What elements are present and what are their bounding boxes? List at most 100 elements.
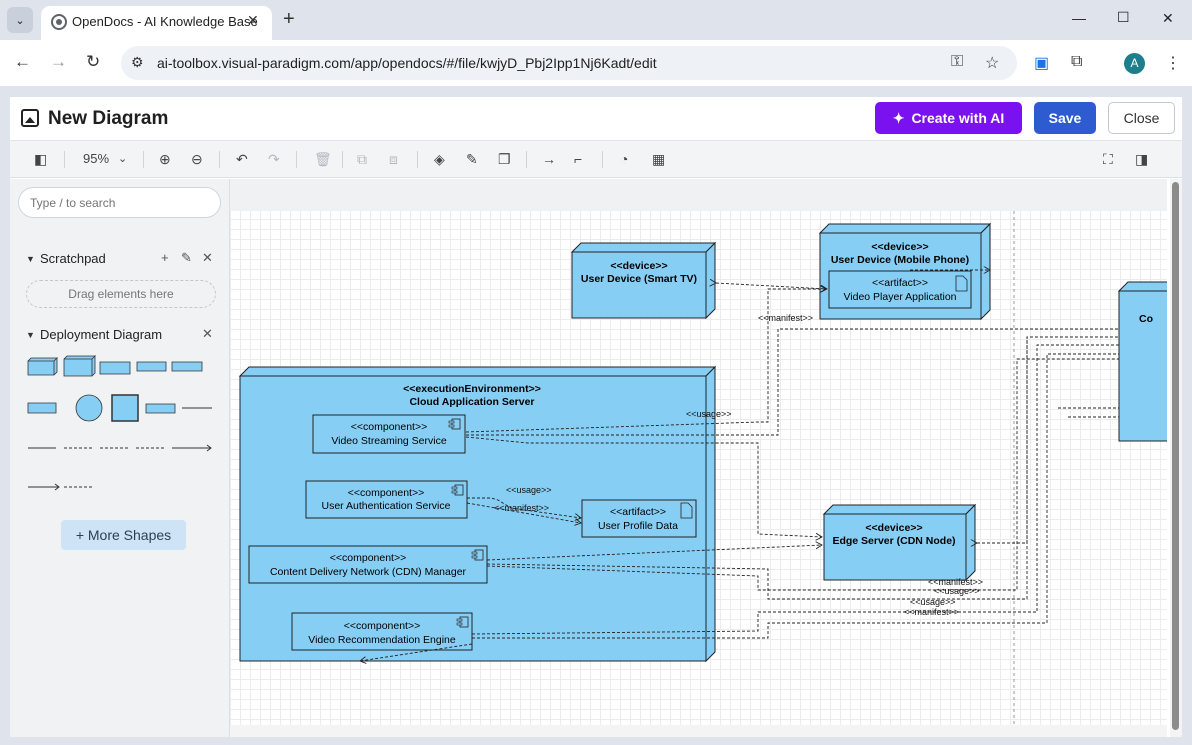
more-shapes-button[interactable]: + More Shapes [61, 520, 186, 550]
usage-label: <<usage>> [506, 485, 552, 495]
close-icon[interactable]: ✕ [202, 250, 213, 266]
delete-icon[interactable]: 🗑 [314, 151, 332, 167]
cloud-stereotype: <<executionEnvironment>> [403, 383, 541, 395]
tab-title: OpenDocs - AI Knowledge Base [72, 14, 258, 29]
user-profile-name: User Profile Data [598, 520, 678, 532]
zoom-in-icon[interactable]: ⊕ [159, 151, 171, 167]
minimize-icon[interactable]: — [1072, 10, 1086, 26]
window-close-icon[interactable]: ✕ [1162, 10, 1174, 27]
redo-icon[interactable]: ↷ [268, 151, 280, 167]
chevron-down-icon[interactable]: ⌄ [118, 151, 127, 167]
usage-label: <<usage>> [686, 409, 732, 419]
toolbar-divider [602, 151, 603, 168]
zoom-select[interactable]: 95% [83, 151, 109, 167]
collapse-triangle-icon[interactable]: ▼ [26, 254, 35, 264]
scratchpad-title[interactable]: Scratchpad [40, 251, 106, 266]
shapes-icon[interactable]: ◔ [620, 151, 628, 167]
scratchpad-dropzone[interactable]: Drag elements here [26, 280, 216, 308]
node-edge-server[interactable]: <<device>> Edge Server (CDN Node) [824, 505, 975, 580]
mobile-name: User Device (Mobile Phone) [831, 254, 969, 266]
save-button[interactable]: Save [1034, 102, 1096, 134]
site-info-icon[interactable]: ⚙ [131, 54, 144, 71]
diagram-canvas[interactable]: <<device>> User Device (Smart TV) <<devi… [230, 179, 1167, 725]
smart-tv-name: User Device (Smart TV) [581, 273, 697, 285]
toggle-sidebar-icon[interactable]: ◧ [34, 151, 47, 167]
url-text[interactable]: ai-toolbox.visual-paradigm.com/app/opend… [157, 55, 657, 71]
diagram-image-icon [21, 109, 39, 127]
component-recommendation-engine[interactable]: <<component>> Video Recommendation Engin… [292, 613, 472, 650]
sparkle-icon: ✦ [893, 110, 905, 127]
vertical-scrollbar-thumb[interactable] [1172, 182, 1179, 730]
node-partial-right[interactable]: Co [1119, 282, 1167, 441]
node-mobile-phone[interactable]: <<device>> User Device (Mobile Phone) <<… [820, 224, 990, 319]
tab-strip: ⌄ OpenDocs - AI Knowledge Base ✕ + — ☐ ✕ [0, 0, 1192, 40]
plus-icon: + [76, 527, 84, 543]
page-title: New Diagram [48, 108, 168, 130]
fill-color-icon[interactable]: ◈ [434, 151, 445, 167]
manifest-label: <<manifest>> [494, 503, 549, 513]
create-with-ai-label: Create with AI [911, 110, 1004, 126]
shape-sidebar: ▼ Scratchpad + ✎ ✕ Drag elements here ▼ … [10, 179, 230, 737]
table-icon[interactable]: ▦ [652, 151, 665, 167]
usage-label: <<usage>> [934, 586, 980, 596]
manifest-label: <<manifest>> [904, 607, 959, 617]
mobile-stereotype: <<device>> [871, 241, 928, 253]
line-color-icon[interactable]: ✎ [466, 151, 478, 167]
extension-icon[interactable]: ▣ [1034, 53, 1049, 73]
browser-toolbar: ← → ↻ ⚙ ai-toolbox.visual-paradigm.com/a… [0, 40, 1192, 86]
component-user-authentication[interactable]: <<component>> User Authentication Servic… [306, 481, 467, 518]
browser-tab[interactable]: OpenDocs - AI Knowledge Base ✕ [41, 6, 272, 40]
zoom-out-icon[interactable]: ⊖ [191, 151, 203, 167]
close-button[interactable]: Close [1108, 102, 1175, 134]
create-with-ai-button[interactable]: ✦ Create with AI [875, 102, 1022, 134]
video-streaming-name: Video Streaming Service [331, 435, 447, 447]
bookmark-star-icon[interactable]: ☆ [985, 53, 999, 73]
maximize-icon[interactable]: ☐ [1117, 9, 1130, 26]
deployment-palette-title[interactable]: Deployment Diagram [40, 327, 162, 342]
undo-icon[interactable]: ↶ [236, 151, 248, 167]
partial-node-label: Co [1139, 313, 1153, 325]
tab-close-icon[interactable]: ✕ [247, 12, 259, 29]
tab-search-button[interactable]: ⌄ [7, 7, 33, 33]
forward-icon[interactable]: → [50, 52, 67, 72]
video-player-name: Video Player Application [843, 291, 956, 303]
format-panel-icon[interactable]: ◨ [1135, 151, 1148, 167]
shape-palette[interactable] [24, 353, 224, 493]
user-auth-name: User Authentication Service [322, 500, 451, 512]
shadow-icon[interactable]: ❐ [498, 151, 511, 167]
toolbar-divider [296, 151, 297, 168]
editor-toolbar: ◧ 95% ⌄ ⊕ ⊖ ↶ ↷ 🗑 ⧉ ⧈ ◈ ✎ ❐ → ⌐ ◔ ▦ ⛶ [10, 141, 1182, 178]
search-input[interactable] [18, 187, 221, 218]
browser-menu-icon[interactable]: ⋮ [1165, 53, 1181, 73]
edit-icon[interactable]: ✎ [181, 250, 192, 266]
node-smart-tv[interactable]: <<device>> User Device (Smart TV) [572, 243, 715, 318]
close-icon[interactable]: ✕ [202, 326, 213, 342]
add-icon[interactable]: + [161, 250, 169, 265]
extensions-puzzle-icon[interactable]: ⧉ [1071, 53, 1082, 71]
back-icon[interactable]: ← [14, 52, 31, 72]
new-tab-icon[interactable]: + [283, 9, 295, 29]
cdn-manager-stereotype: <<component>> [330, 552, 406, 564]
address-bar[interactable]: ⚙ ai-toolbox.visual-paradigm.com/app/ope… [121, 46, 1017, 80]
artifact-user-profile-data[interactable]: <<artifact>> User Profile Data [582, 500, 696, 537]
to-back-icon[interactable]: ⧈ [389, 151, 398, 167]
editor-header: New Diagram ✦ Create with AI Save Close [10, 97, 1182, 141]
connector-icon[interactable]: → [542, 151, 556, 167]
deployment-diagram[interactable]: <<device>> User Device (Smart TV) <<devi… [230, 179, 1167, 725]
favicon-icon [51, 14, 67, 30]
toolbar-divider [526, 151, 527, 168]
collapse-triangle-icon[interactable]: ▼ [26, 330, 35, 340]
component-cdn-manager[interactable]: <<component>> Content Delivery Network (… [249, 546, 487, 583]
reload-icon[interactable]: ↻ [86, 52, 100, 72]
horizontal-scrollbar[interactable] [230, 725, 1167, 737]
toolbar-divider [64, 151, 65, 168]
component-video-streaming[interactable]: <<component>> Video Streaming Service [313, 415, 465, 453]
to-front-icon[interactable]: ⧉ [357, 151, 367, 167]
waypoints-icon[interactable]: ⌐ [574, 151, 582, 167]
toolbar-divider [342, 151, 343, 168]
toolbar-divider [143, 151, 144, 168]
avatar[interactable]: A [1124, 53, 1145, 74]
password-key-icon[interactable]: ⚿ [951, 53, 963, 71]
fullscreen-icon[interactable]: ⛶ [1103, 151, 1113, 167]
